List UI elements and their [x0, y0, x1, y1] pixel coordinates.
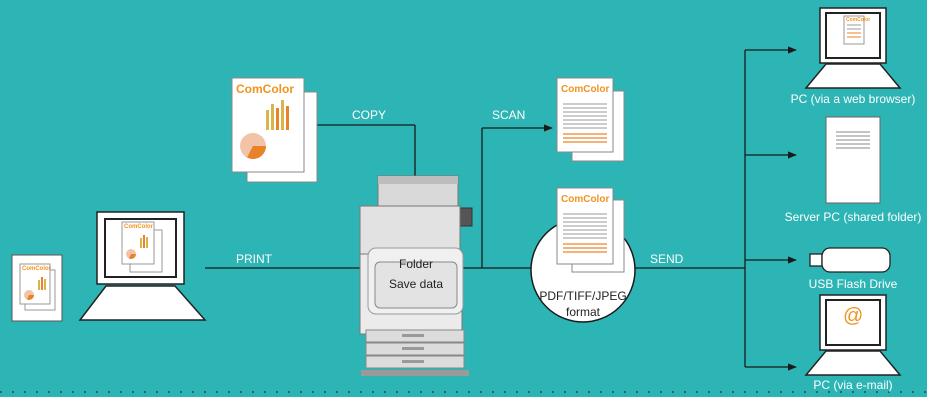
original-document-icon [231, 77, 318, 183]
server-pc-icon [825, 116, 881, 204]
usb-drive-label: USB Flash Drive [808, 277, 898, 291]
folder-panel [367, 247, 464, 315]
pc-web-browser-icon [804, 7, 902, 89]
pc-email-icon [804, 294, 902, 376]
file-format-circle [530, 187, 636, 323]
format-label-line1: PDF/TIFF/JPEG [539, 289, 627, 303]
pc-email-label: PC (via e-mail) [813, 378, 893, 392]
scan-label: SCAN [492, 108, 526, 122]
pc-web-browser-label: PC (via a web browser) [790, 92, 916, 106]
brand-logo-format: ComColor [561, 194, 610, 205]
scan-connector [462, 124, 553, 269]
usb-drive-icon [809, 247, 891, 273]
brand-logo-original: ComColor [236, 82, 294, 96]
save-data-label: Save data [388, 277, 444, 291]
brand-logo-scanned: ComColor [561, 84, 610, 95]
scanned-document-icon [556, 77, 625, 162]
email-at-icon: @ [843, 305, 864, 327]
send-label: SEND [650, 252, 684, 266]
send-connector [625, 46, 797, 371]
small-document-icon [11, 254, 63, 322]
brand-logo-web-pc: ComColor [846, 17, 871, 23]
folder-label: Folder [398, 257, 434, 271]
copy-label: COPY [352, 108, 387, 122]
brand-logo-small: ComColor [22, 266, 51, 272]
format-label-line2: format [565, 305, 601, 319]
print-label: PRINT [236, 252, 272, 266]
brand-logo-pc: ComColor [124, 224, 153, 230]
server-pc-label: Server PC (shared folder) [784, 210, 922, 224]
client-pc-icon [78, 211, 207, 321]
